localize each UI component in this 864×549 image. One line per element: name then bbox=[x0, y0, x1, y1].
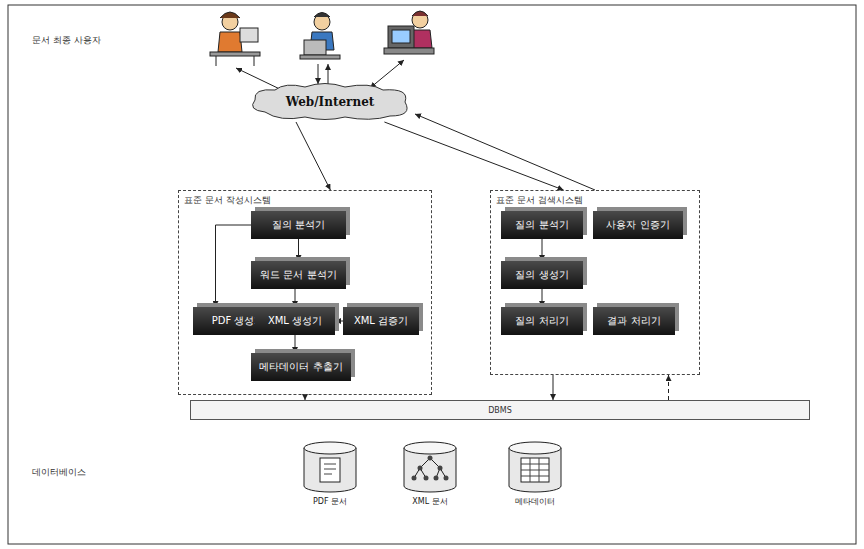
database-cylinder: PDF 문서 bbox=[288, 440, 372, 507]
node-label: 질의 분석기 bbox=[515, 218, 568, 232]
outer-frame bbox=[8, 5, 856, 544]
node-label: PDF 문서 bbox=[288, 496, 372, 507]
flow-arrow bbox=[542, 289, 543, 307]
process-box: XML 생성기 bbox=[255, 307, 335, 335]
user-icon bbox=[300, 13, 340, 60]
node-label: 메타데이터 bbox=[493, 496, 577, 507]
cylinder-shape bbox=[302, 440, 358, 494]
group-title: 표준 문서 검색시스템 bbox=[496, 194, 583, 207]
user-link bbox=[328, 64, 329, 84]
node-label: 메타데이터 추출기 bbox=[259, 360, 342, 374]
flow-arrow bbox=[335, 321, 343, 322]
flow-arrow bbox=[296, 122, 330, 190]
user-icon bbox=[384, 11, 434, 54]
database-cylinder: 메타데이터 bbox=[493, 440, 577, 507]
cylinder-shape bbox=[507, 440, 563, 494]
process-box: 질의 처리기 bbox=[501, 307, 583, 335]
flow-arrow bbox=[295, 335, 296, 353]
dbms-bar: DBMS bbox=[190, 400, 810, 420]
flow-arrow bbox=[553, 375, 554, 400]
flow-arrow bbox=[216, 225, 252, 307]
node-label: 사용자 인증기 bbox=[606, 218, 669, 232]
flow-arrow bbox=[542, 239, 543, 261]
cylinder-shape bbox=[402, 440, 458, 494]
user-icon bbox=[210, 12, 260, 66]
node-label: 워드 문서 분석기 bbox=[260, 268, 336, 282]
system-group: 표준 문서 작성시스템질의 분석기워드 문서 분석기PDF 생성기XML 생성기… bbox=[178, 190, 432, 395]
node-label: XML 문서 bbox=[388, 496, 472, 507]
group-label: 문서 최종 사용자 bbox=[32, 34, 101, 47]
node-label: 질의 생성기 bbox=[515, 268, 568, 282]
node-label: XML 검증기 bbox=[354, 314, 408, 328]
node-label: 결과 처리기 bbox=[607, 314, 660, 328]
node-label: 질의 분석기 bbox=[272, 218, 325, 232]
process-box: 메타데이터 추출기 bbox=[251, 353, 351, 381]
flow-arrow bbox=[668, 375, 669, 400]
cloud: Web/Internet bbox=[245, 82, 415, 122]
process-box: 사용자 인증기 bbox=[593, 211, 683, 239]
user-link bbox=[370, 60, 404, 88]
user-link bbox=[318, 64, 319, 84]
node-label: DBMS bbox=[488, 406, 512, 415]
node-label: 질의 처리기 bbox=[515, 314, 568, 328]
process-box: 워드 문서 분석기 bbox=[251, 261, 346, 289]
process-box: 질의 분석기 bbox=[251, 211, 346, 239]
flow-arrow bbox=[415, 114, 595, 190]
database-cylinder: XML 문서 bbox=[388, 440, 472, 507]
group-label: 데이터베이스 bbox=[32, 466, 86, 479]
group-title: 표준 문서 작성시스템 bbox=[184, 194, 271, 207]
process-box: 결과 처리기 bbox=[593, 307, 675, 335]
node-label: Web/Internet bbox=[286, 95, 375, 109]
process-box: 질의 분석기 bbox=[501, 211, 583, 239]
system-group: 표준 문서 검색시스템질의 분석기 사용자 인증기질의 생성기질의 처리기 결과 처… bbox=[490, 190, 700, 375]
node-label: XML 생성기 bbox=[268, 314, 322, 328]
flow-arrow bbox=[295, 289, 296, 307]
flow-arrow bbox=[384, 122, 563, 190]
process-box: 질의 생성기 bbox=[501, 261, 583, 289]
process-box: XML 검증기 bbox=[343, 307, 419, 335]
flow-arrow bbox=[298, 239, 299, 261]
